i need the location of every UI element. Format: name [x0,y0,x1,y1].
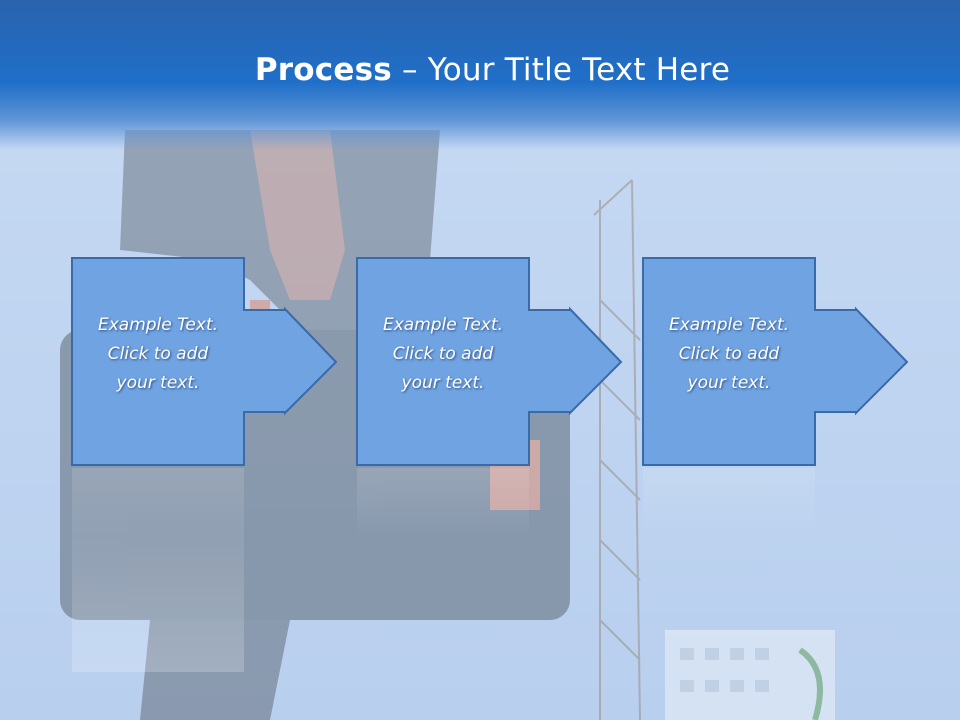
process-step-2[interactable] [356,257,623,466]
crane-silhouette [593,179,641,720]
step-2-text[interactable]: Example Text. Click to add your text. [357,311,529,398]
step-1-arrow-shape [71,257,338,466]
step-2-line-3: your text. [401,373,485,393]
process-step-3[interactable] [642,257,909,466]
step-reflections [72,468,815,538]
step-1-line-3: your text. [116,373,200,393]
step-3-line-2: Click to add [678,344,780,364]
step-2-line-2: Click to add [392,344,494,364]
step-3-line-3: your text. [687,373,771,393]
step-3-arrow-shape [642,257,909,466]
title-bold-text: Process [254,52,392,88]
title-band [0,0,960,150]
step-2-arrow-shape [356,257,623,466]
title-rest-text: – Your Title Text Here [391,52,731,88]
step-2-line-1: Example Text. [382,315,504,335]
step-3-text[interactable]: Example Text. Click to add your text. [643,311,815,398]
step-3-line-1: Example Text. [668,315,790,335]
step-1-line-2: Click to add [107,344,209,364]
slide-title[interactable]: Process – Your Title Text Here [0,52,960,88]
step-1-line-1: Example Text. [97,315,219,335]
building-silhouette [665,630,835,720]
step-1-text[interactable]: Example Text. Click to add your text. [72,311,244,398]
